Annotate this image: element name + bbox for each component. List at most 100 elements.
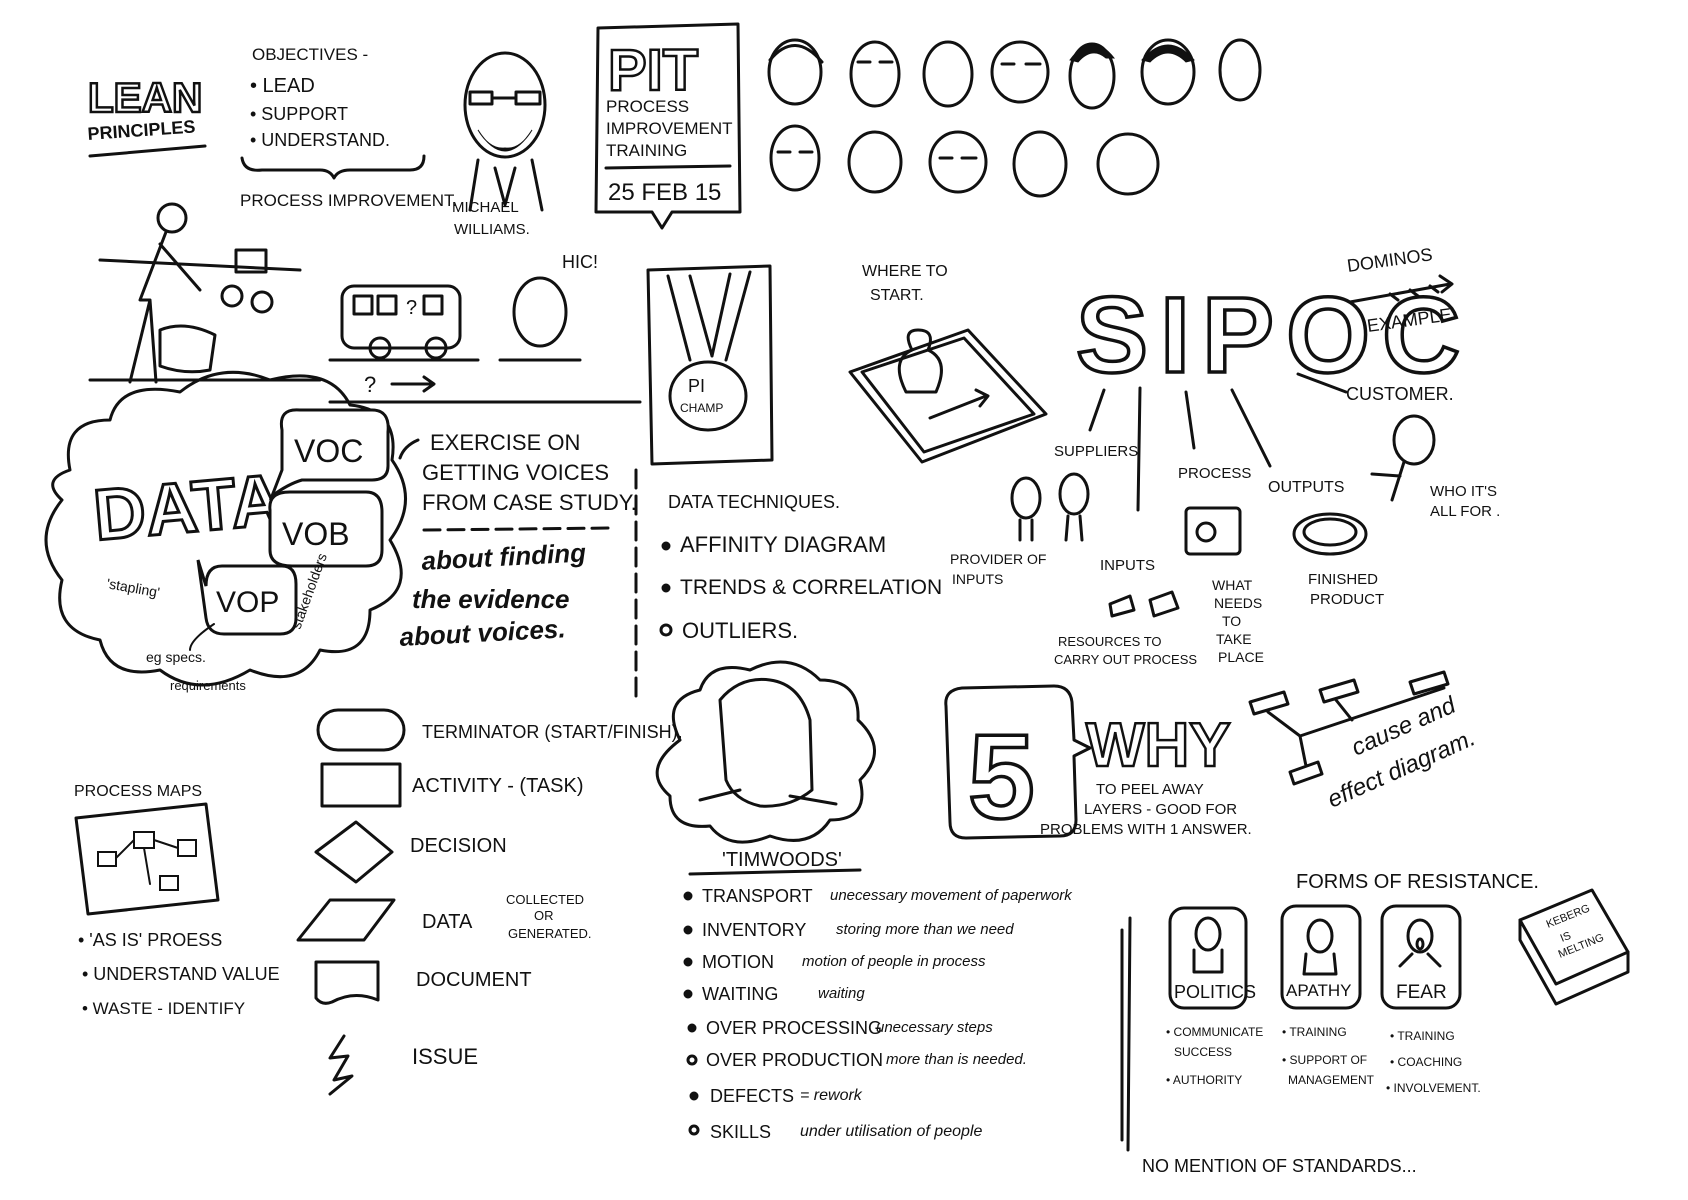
symbol-data-note-3: GENERATED.	[508, 926, 592, 941]
symbol-decision-label: DECISION	[410, 835, 507, 857]
who-line-2: ALL FOR .	[1430, 503, 1500, 520]
symbol-data-label: DATA	[422, 911, 473, 933]
presenter-body	[468, 158, 544, 212]
face	[1012, 130, 1068, 198]
exercise-line-1: EXERCISE ON	[430, 430, 580, 455]
resistance-card-apathy: APATHY • TRAINING • SUPPORT OF MANAGEMEN…	[1280, 904, 1375, 1087]
vob-label: VOB	[282, 516, 350, 552]
stapling-note: 'stapling'	[105, 575, 161, 600]
techniques-heading: DATA TECHNIQUES.	[668, 492, 840, 512]
provider-line-2: INPUTS	[952, 571, 1003, 587]
arrow-icon	[390, 375, 436, 393]
medal-line-pi: PI	[688, 376, 705, 396]
symbol-data-note-2: OR	[534, 908, 554, 923]
customer-body	[1370, 460, 1406, 502]
waste-desc: unecessary movement of paperwork	[830, 887, 1073, 904]
resistance-vertical-divider	[1120, 916, 1132, 1152]
exercise-pointer	[398, 438, 420, 460]
person-icon	[1306, 918, 1334, 954]
sipoc-outputs: OUTPUTS	[1268, 479, 1344, 496]
objective-item-understand: • UNDERSTAND.	[250, 130, 390, 150]
resistance-card-politics: POLITICS • COMMUNICATE SUCCESS • AUTHORI…	[1166, 906, 1263, 1087]
pit-divider	[604, 164, 732, 170]
process-machine-icon	[1184, 506, 1242, 556]
process-maps-heading: PROCESS MAPS	[74, 783, 202, 800]
face	[1218, 38, 1262, 102]
sipoc-customer: CUSTOMER.	[1346, 384, 1454, 404]
resistance-footer: NO MENTION OF STANDARDS...	[1142, 1156, 1417, 1176]
where-line-2: START.	[870, 287, 924, 304]
person-icon	[1406, 918, 1434, 954]
clock-icon	[220, 284, 244, 308]
evidence-note-3: about voices.	[399, 613, 566, 652]
waste-name: WAITING	[702, 984, 778, 1004]
medal-line-champ: CHAMP	[680, 401, 723, 415]
sipoc-process: PROCESS	[1178, 465, 1251, 482]
objective-item-support: • SUPPORT	[250, 104, 348, 124]
dominos-line-1: DOMINOS	[1346, 244, 1434, 276]
finished-line-1: FINISHED	[1308, 571, 1378, 588]
eg-pointer-line	[189, 623, 215, 651]
activity-symbol	[320, 762, 402, 808]
face	[928, 130, 988, 194]
card-bullet: • INVOLVEMENT.	[1386, 1081, 1481, 1095]
five-speech-box	[944, 684, 1092, 840]
cause-effect-section: cause and effect diagram.	[1248, 670, 1479, 813]
card-frame	[1280, 904, 1362, 1010]
start-mat-inner	[860, 336, 1036, 454]
objectives-footer: PROCESS IMPROVEMENT.	[240, 191, 457, 210]
bus-wheel	[368, 336, 392, 360]
iceberg-book: KEBERG IS MELTING	[1518, 888, 1630, 1006]
needs-line-3: TO	[1222, 613, 1241, 629]
symbol-data-note-1: COLLECTED	[506, 892, 584, 907]
bus-window	[352, 294, 374, 316]
wall-sign	[234, 248, 268, 274]
exercise-divider	[422, 526, 614, 532]
voc-bubble	[268, 408, 390, 501]
finished-line-2: PRODUCT	[1310, 591, 1384, 608]
lean-underline	[88, 144, 207, 158]
face	[847, 130, 903, 194]
hic-label: HIC!	[562, 252, 598, 272]
bus-window	[376, 294, 398, 316]
card-bullet: SUCCESS	[1174, 1045, 1232, 1059]
card-bullet: • SUPPORT OF	[1282, 1053, 1367, 1067]
raised-arms	[1398, 952, 1442, 968]
why-desc-3: PROBLEMS WITH 1 ANSWER.	[1040, 821, 1252, 838]
lean-principles-title: LEAN PRINCIPLES	[87, 73, 207, 158]
bullet	[683, 957, 693, 967]
card-name: APATHY	[1286, 981, 1352, 1000]
waste-desc: more than is needed.	[886, 1051, 1027, 1068]
sipoc-section: SIPOC CUSTOMER. SUPPLIERS PROCESS OUTPUT…	[950, 272, 1500, 667]
presenter-first-name: MICHAEL	[452, 199, 519, 216]
card-bullet: MANAGEMENT	[1288, 1073, 1375, 1087]
objective-item-lead: • LEAD	[250, 75, 315, 97]
bullet	[661, 541, 671, 551]
clock-icon	[250, 290, 274, 314]
document-symbol	[314, 960, 380, 1005]
waste-desc: storing more than we need	[836, 921, 1014, 938]
cloud-outline	[44, 370, 407, 687]
eg-requirements-note: requirements	[170, 678, 246, 693]
evidence-note-2: the evidence	[412, 584, 570, 614]
five-number: 5	[968, 710, 1035, 844]
waste-name: MOTION	[702, 952, 774, 972]
data-techniques-section: DATA TECHNIQUES. AFFINITY DIAGRAM TRENDS…	[659, 492, 942, 643]
pawn-icon	[897, 328, 943, 394]
pit-date: 25 FEB 15	[608, 179, 721, 206]
process-map-item-as-is: • 'AS IS' PROESS	[78, 930, 222, 950]
book-spine	[1518, 918, 1630, 1006]
presenter-beard	[477, 129, 533, 152]
audience-faces	[767, 38, 1262, 198]
pit-title-box: PIT PROCESS IMPROVEMENT TRAINING 25 FEB …	[594, 22, 742, 230]
issue-lightning-icon	[328, 1034, 354, 1096]
presenter-portrait: MICHAEL WILLIAMS.	[452, 51, 547, 238]
face	[1096, 132, 1160, 196]
resource-blocks	[1108, 590, 1180, 618]
vob-bubble	[268, 490, 384, 568]
card-frame	[1168, 906, 1248, 1010]
process-map-item-waste: • WASTE - IDENTIFY	[82, 999, 245, 1018]
pit-title: PIT	[608, 38, 698, 103]
decision-symbol	[314, 820, 394, 884]
